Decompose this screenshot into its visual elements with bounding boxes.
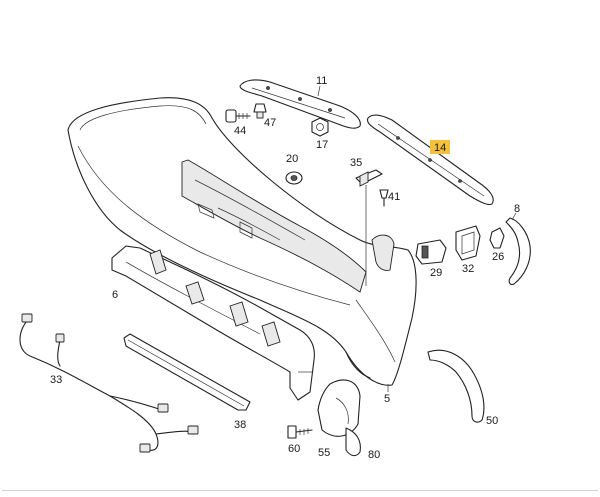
clip-47	[253, 103, 267, 119]
impact-absorber-6	[111, 245, 315, 401]
callout-29: 29	[430, 267, 442, 279]
rail-38	[123, 333, 251, 411]
nut-17	[311, 117, 329, 137]
callout-80: 80	[368, 449, 380, 461]
screw-60	[287, 425, 313, 439]
side-trim-8	[505, 217, 531, 286]
bumper-cover	[67, 97, 417, 386]
mud-flap-55	[317, 379, 361, 437]
callout-38: 38	[234, 419, 246, 431]
callout-14: 14	[434, 142, 446, 154]
callout-26: 26	[492, 251, 504, 263]
callout-47: 47	[264, 117, 276, 129]
callout-5: 5	[384, 393, 390, 405]
leader-11	[317, 85, 321, 97]
callout-11: 11	[316, 75, 327, 87]
callout-35: 35	[350, 157, 362, 169]
screw-44	[225, 109, 251, 123]
callout-8: 8	[514, 203, 520, 215]
callout-41: 41	[388, 191, 400, 203]
callout-50: 50	[486, 415, 498, 427]
callout-44: 44	[234, 125, 246, 137]
callout-55: 55	[318, 447, 330, 459]
trim-strip-14	[366, 114, 494, 206]
arch-trim-50	[427, 349, 485, 423]
holder-32	[455, 225, 481, 261]
clip-26	[489, 227, 505, 249]
bracket-35	[355, 169, 383, 286]
callout-6: 6	[112, 289, 118, 301]
callout-20: 20	[286, 153, 298, 165]
sensor-29	[415, 239, 447, 265]
flap-80	[345, 427, 361, 457]
leader-8	[511, 212, 517, 221]
screw-41	[379, 189, 389, 207]
callout-17: 17	[316, 139, 328, 151]
grommet-20	[285, 171, 303, 185]
trim-strip-11	[239, 79, 361, 129]
callout-60: 60	[288, 443, 300, 455]
callout-33: 33	[50, 374, 62, 386]
wire-harness-33	[19, 313, 199, 453]
callout-14-highlight	[430, 140, 450, 154]
callout-32: 32	[462, 263, 474, 275]
bottom-frame-edge	[2, 490, 598, 497]
